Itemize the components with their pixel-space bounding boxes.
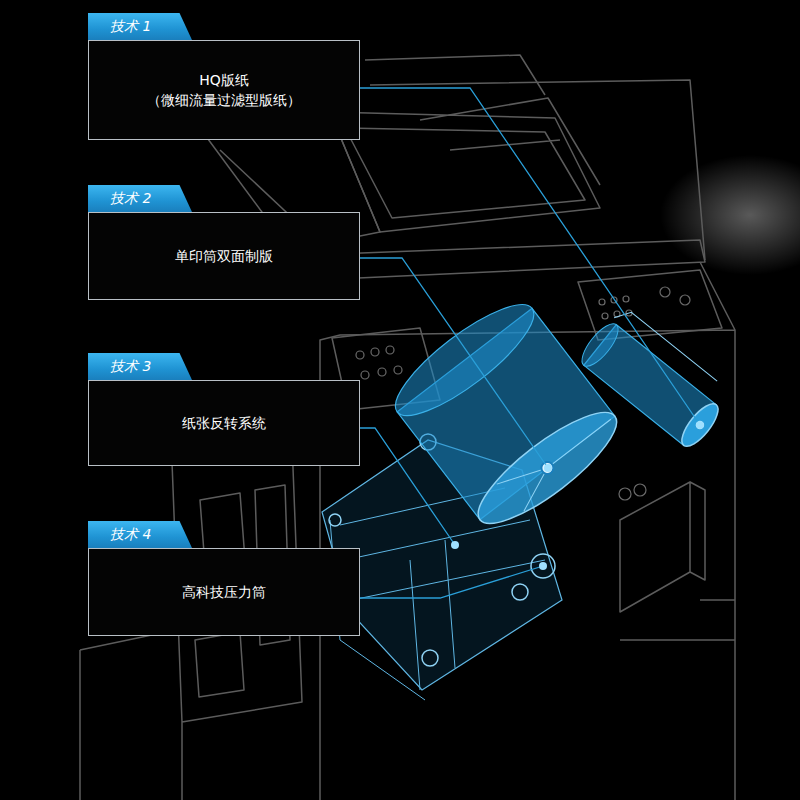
master-roll	[576, 304, 736, 452]
drum-back	[382, 288, 547, 431]
machine-body	[320, 80, 735, 800]
roll-hub	[694, 419, 705, 430]
drum-face	[465, 396, 630, 539]
callout-box: 技术 4高科技压力筒	[88, 548, 360, 636]
drum-hub	[539, 460, 556, 477]
document-feeder	[330, 98, 600, 232]
print-drum	[382, 288, 630, 539]
leader-dot	[451, 541, 459, 549]
roll-bracket	[614, 306, 717, 393]
callout-text: 单印筒双面制版	[175, 246, 273, 266]
leader-line	[360, 88, 700, 425]
leader-line	[360, 428, 455, 545]
leader-dot	[544, 464, 552, 472]
technology-tab: 技术 1	[88, 13, 192, 40]
callout-box: 技术 1HQ版纸 （微细流量过滤型版纸）	[88, 40, 360, 140]
panel-button	[602, 313, 608, 319]
knob	[619, 488, 631, 500]
roll-back	[576, 318, 624, 371]
panel-button	[371, 348, 379, 356]
callout-box: 技术 3纸张反转系统	[88, 380, 360, 466]
leader-dot	[696, 421, 704, 429]
leader-line	[360, 566, 543, 598]
callout-text: 纸张反转系统	[182, 413, 266, 433]
machine-panel-line	[620, 600, 735, 640]
panel-button	[361, 371, 369, 379]
callout-text: 高科技压力筒	[182, 582, 266, 602]
callout-text: HQ版纸 （微细流量过滤型版纸）	[137, 70, 312, 110]
panel-button	[386, 346, 394, 354]
knob	[634, 484, 646, 496]
technology-tab: 技术 2	[88, 185, 192, 212]
leader-line	[360, 258, 548, 468]
panel-button	[680, 295, 690, 305]
panel-button	[378, 368, 386, 376]
roll-face	[676, 398, 724, 451]
pressure-roller	[531, 554, 555, 578]
technology-tab: 技术 3	[88, 353, 192, 380]
light-flare	[660, 155, 800, 275]
callout-box: 技术 2单印筒双面制版	[88, 212, 360, 300]
leader-dot	[539, 562, 547, 570]
control-panel	[578, 270, 722, 340]
panel-button	[599, 299, 605, 305]
panel-button	[394, 366, 402, 374]
panel-button	[356, 351, 364, 359]
side-box	[620, 482, 705, 612]
roller	[422, 650, 438, 666]
technology-tab: 技术 4	[88, 521, 192, 548]
scanner-glass	[310, 240, 705, 280]
roller	[512, 584, 528, 600]
panel-button	[660, 287, 670, 297]
roller	[329, 514, 341, 526]
panel-button	[623, 296, 629, 302]
